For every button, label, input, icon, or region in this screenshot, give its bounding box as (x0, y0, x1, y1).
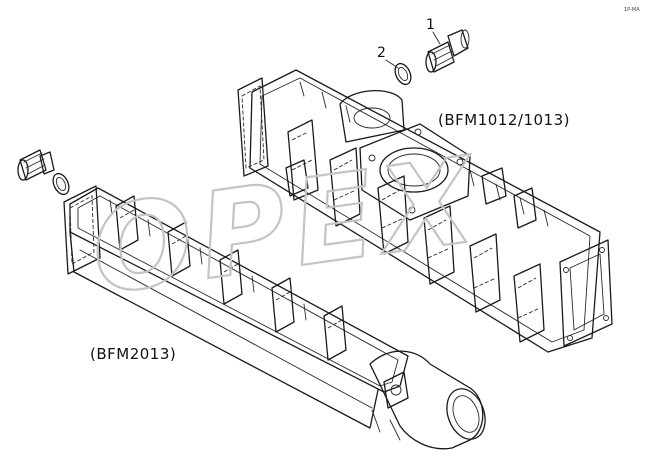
leader-line-1 (432, 31, 441, 45)
corner-mark: 1P-MA (624, 7, 640, 13)
plug-lower (17, 149, 55, 181)
seal-ring-lower (52, 172, 70, 196)
seal-ring-upper (394, 62, 412, 86)
label-bfm1012-1013: (BFM1012/1013) (438, 111, 570, 129)
label-bfm2013: (BFM2013) (90, 345, 176, 363)
opex-watermark: OPEX (83, 130, 489, 321)
leader-line-2 (385, 59, 399, 69)
plug-upper (425, 29, 470, 73)
intake-manifold-bfm1012-1013 (237, 69, 613, 353)
intake-manifold-bfm2013 (63, 185, 486, 450)
callout-1: 1 (426, 17, 435, 33)
callout-2: 2 (377, 45, 386, 61)
